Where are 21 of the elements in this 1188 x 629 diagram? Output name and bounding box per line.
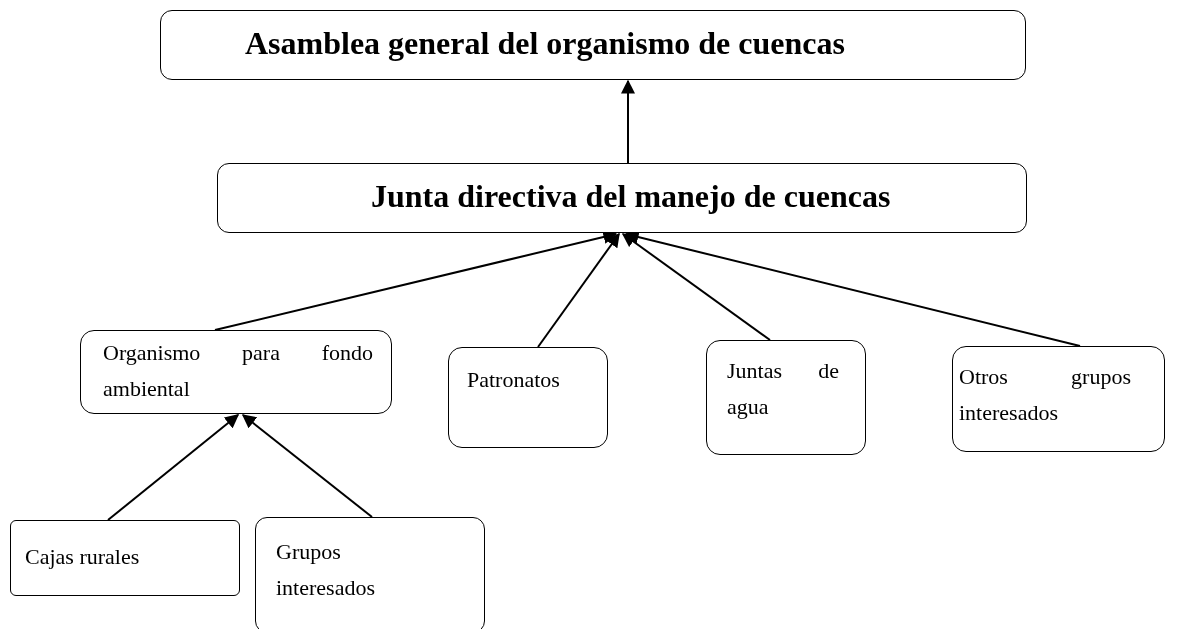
box-label: Juntas de agua (727, 357, 839, 421)
arrow (621, 233, 771, 341)
box-label: Junta directiva del manejo de cuencas (371, 178, 891, 215)
box-label: Otros grupos interesados (959, 363, 1131, 427)
rounded-box (255, 517, 485, 629)
rounded-box (952, 346, 1165, 452)
rounded-box (160, 10, 1026, 80)
box-label: Asamblea general del organismo de cuencas (245, 25, 845, 62)
arrow (107, 414, 240, 521)
box-label: Cajas rurales (25, 543, 141, 571)
rounded-box (706, 340, 866, 455)
arrow (537, 232, 620, 348)
rounded-box (217, 163, 1027, 233)
arrow (621, 79, 635, 164)
rounded-box (448, 347, 608, 448)
arrow (241, 414, 373, 518)
box-label: Grupos interesados (276, 538, 376, 602)
box-label: Patronatos (467, 366, 561, 394)
box-label: Organismo para fondo ambiental (103, 339, 373, 403)
rounded-box (80, 330, 392, 414)
rounded-box (10, 520, 240, 596)
